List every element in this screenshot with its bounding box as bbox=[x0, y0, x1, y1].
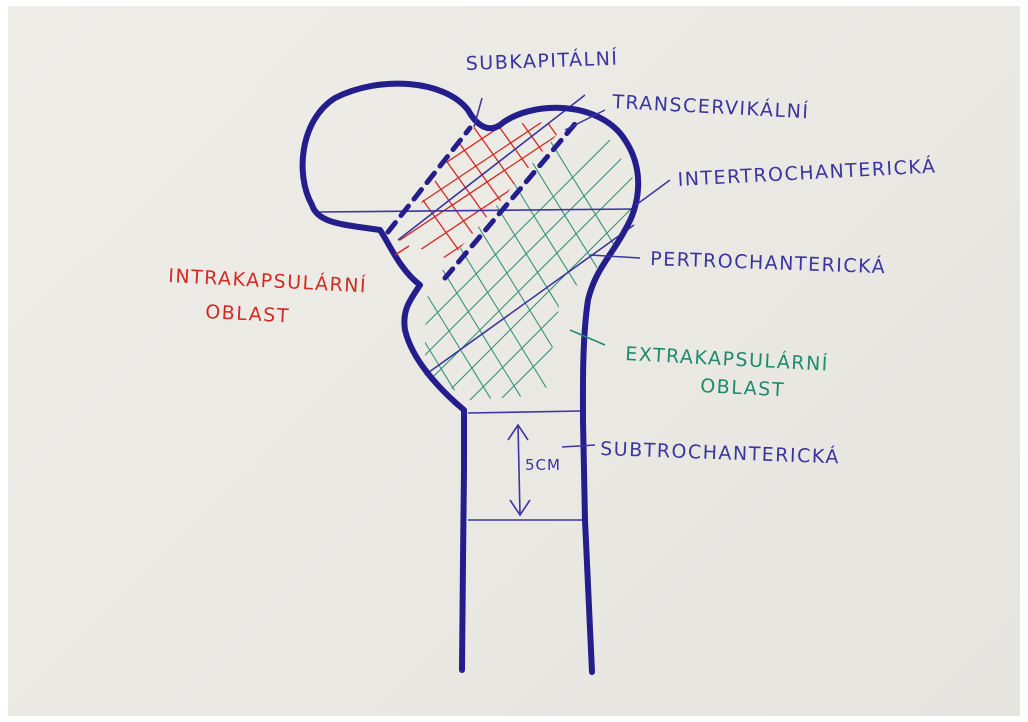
intracapsular-leader bbox=[395, 246, 409, 255]
label-intertrochanteric: INTERTROCHANTERICKÁ bbox=[677, 154, 937, 191]
label-extracapsular-line2: OBLAST bbox=[700, 375, 786, 401]
leader-lines bbox=[474, 98, 670, 447]
label-subcapital: SUBKAPITÁLNÍ bbox=[465, 47, 618, 75]
label-intracapsular-line2: OBLAST bbox=[205, 301, 291, 327]
transcervical-line bbox=[398, 95, 585, 240]
femur-outline bbox=[303, 84, 639, 672]
label-measure: 5CM bbox=[525, 456, 561, 474]
head-base-line bbox=[318, 209, 634, 212]
label-extracapsular-line1: EXTRAKAPSULÁRNÍ bbox=[625, 342, 830, 376]
label-subtrochanteric: SUBTROCHANTERICKÁ bbox=[600, 437, 841, 468]
subtrochanteric-upper-line bbox=[468, 411, 582, 413]
label-transcervical: TRANSCERVIKÁLNÍ bbox=[611, 90, 810, 123]
label-intracapsular-line1: INTRAKAPSULÁRNÍ bbox=[168, 264, 368, 297]
label-pertrochanteric: PERTROCHANTERICKÁ bbox=[650, 247, 887, 278]
